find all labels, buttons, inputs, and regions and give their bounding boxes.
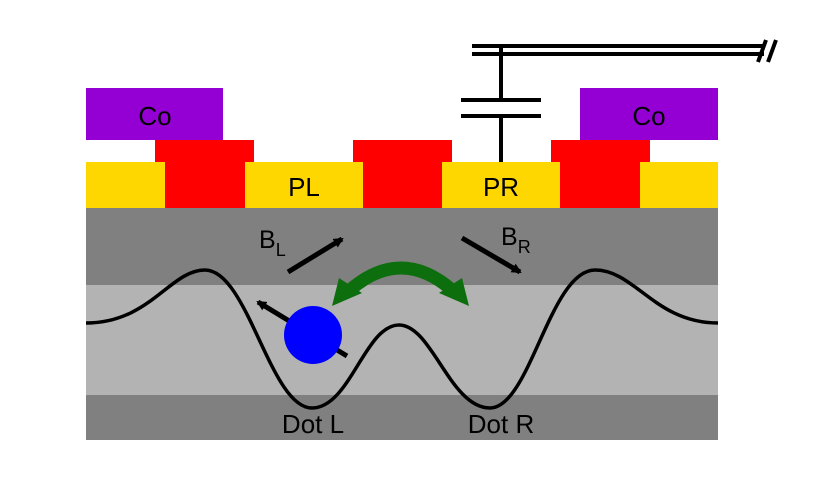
plunger-right-label: PR	[483, 172, 519, 202]
gate-yellow-left-edge	[86, 162, 165, 208]
barrier-gate-left	[155, 140, 254, 208]
field-right-label: BR	[501, 223, 531, 257]
quantum-well-layer	[86, 285, 718, 395]
field-left-arrow	[286, 236, 344, 275]
plunger-left-label: PL	[288, 172, 320, 202]
double-well-potential	[85, 268, 719, 410]
field-left-label: BL	[259, 226, 286, 260]
cobalt-magnet-right	[580, 88, 718, 140]
exchange-arrow	[332, 261, 469, 306]
cobalt-left-label: Co	[138, 101, 171, 131]
dot-right-label: Dot R	[468, 409, 534, 439]
plunger-gate-left	[245, 162, 363, 208]
dot-left-label: Dot L	[282, 409, 344, 439]
electron	[284, 306, 342, 364]
barrier-gate-right	[551, 140, 650, 208]
capacitor-line	[461, 39, 778, 162]
cobalt-right-label: Co	[632, 101, 665, 131]
field-right-arrow	[460, 235, 522, 275]
barrier-gate-middle	[353, 140, 452, 208]
gate-yellow-right-edge	[640, 162, 718, 208]
plunger-gate-right	[442, 162, 560, 208]
cobalt-magnet-left	[86, 88, 223, 140]
substrate-layer	[86, 395, 718, 440]
